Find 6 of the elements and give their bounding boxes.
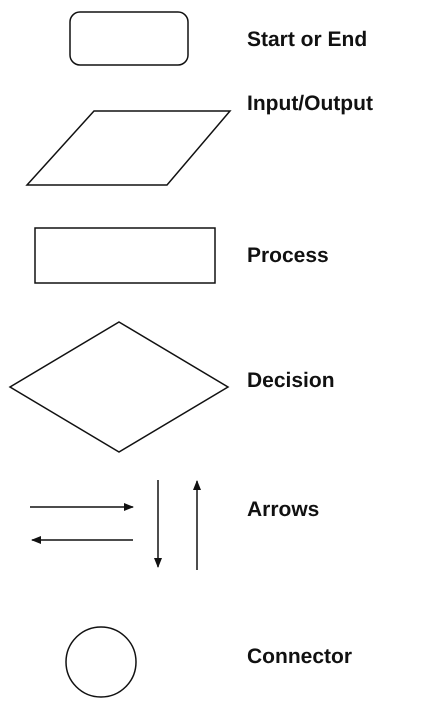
legend-label: Decision: [247, 369, 335, 393]
legend-label: Start or End: [247, 28, 368, 52]
legend-label: Arrows: [247, 498, 320, 522]
legend-label: Process: [247, 244, 329, 268]
legend-label: Connector: [247, 645, 352, 669]
legend-label: Input/Output: [247, 92, 373, 116]
